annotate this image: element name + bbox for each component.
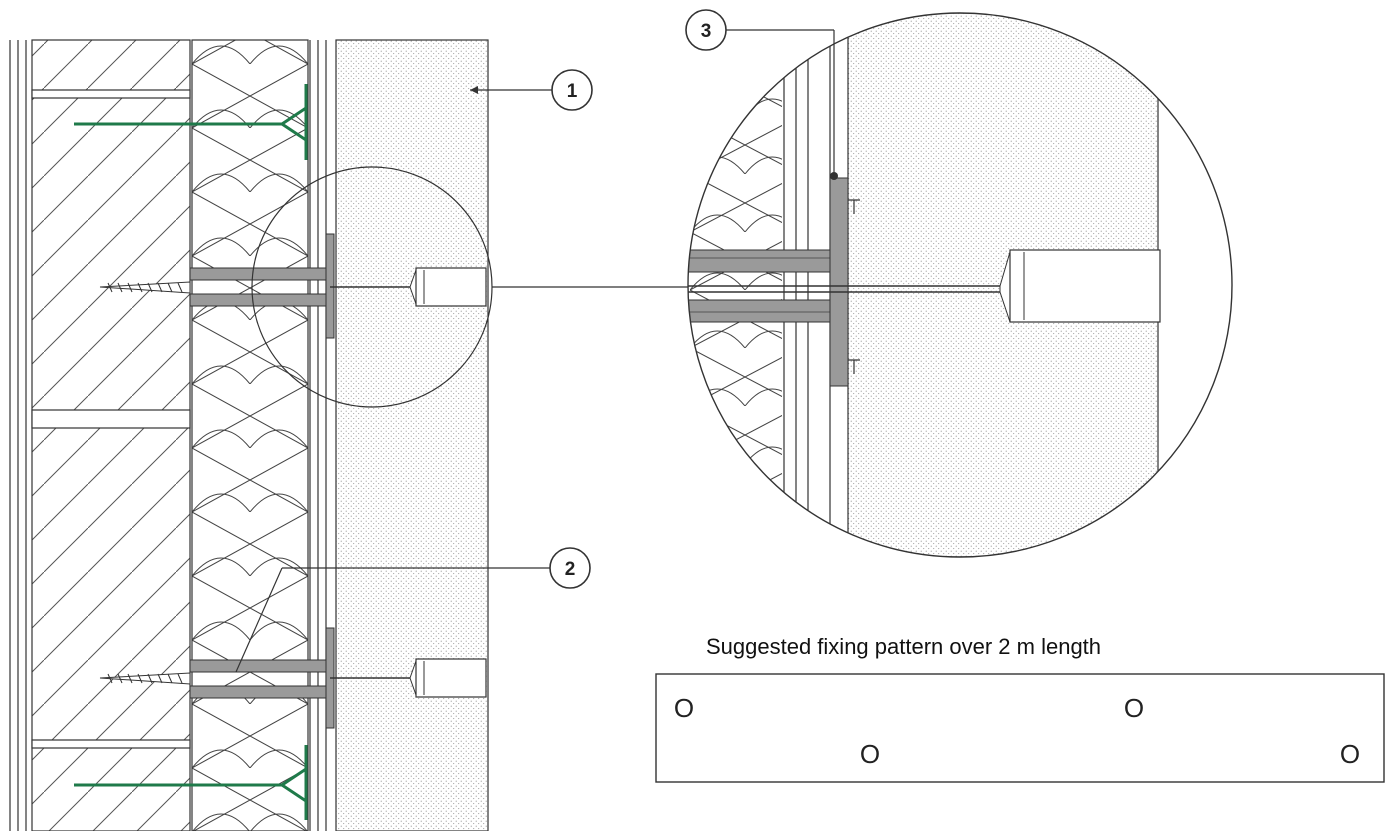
wall-section	[9, 39, 688, 831]
callout-3: 3	[685, 9, 835, 176]
detail-insulation	[690, 13, 782, 557]
pattern-mark: O	[674, 693, 694, 723]
insulation-layer	[191, 39, 309, 831]
callout-1: 1	[470, 69, 593, 111]
callout-2: 2	[235, 547, 591, 673]
enlarged-detail	[687, 12, 1233, 558]
pattern-mark: O	[1124, 693, 1144, 723]
outer-panel	[335, 39, 489, 831]
mortar-joint	[31, 739, 191, 749]
fixing-pattern: Suggested fixing pattern over 2 m length…	[655, 634, 1385, 783]
detail-anchor-body	[1009, 249, 1161, 323]
fixing-pattern-strip	[655, 673, 1385, 783]
callout-1-label: 1	[567, 81, 578, 102]
callout-2-label: 2	[565, 559, 576, 580]
fixing-upper	[99, 233, 487, 339]
callout-3-label: 3	[701, 21, 712, 42]
detail-circle	[687, 12, 1233, 558]
pattern-mark: O	[860, 739, 880, 769]
masonry-block	[31, 39, 191, 831]
wall-tie-bottom	[74, 745, 308, 820]
mortar-joint	[31, 409, 191, 429]
mortar-joint	[31, 89, 191, 99]
wall-tie-top	[74, 84, 308, 160]
fixing-pattern-title: Suggested fixing pattern over 2 m length	[706, 634, 1101, 659]
fixing-lower	[99, 627, 487, 729]
pattern-mark: O	[1340, 739, 1360, 769]
